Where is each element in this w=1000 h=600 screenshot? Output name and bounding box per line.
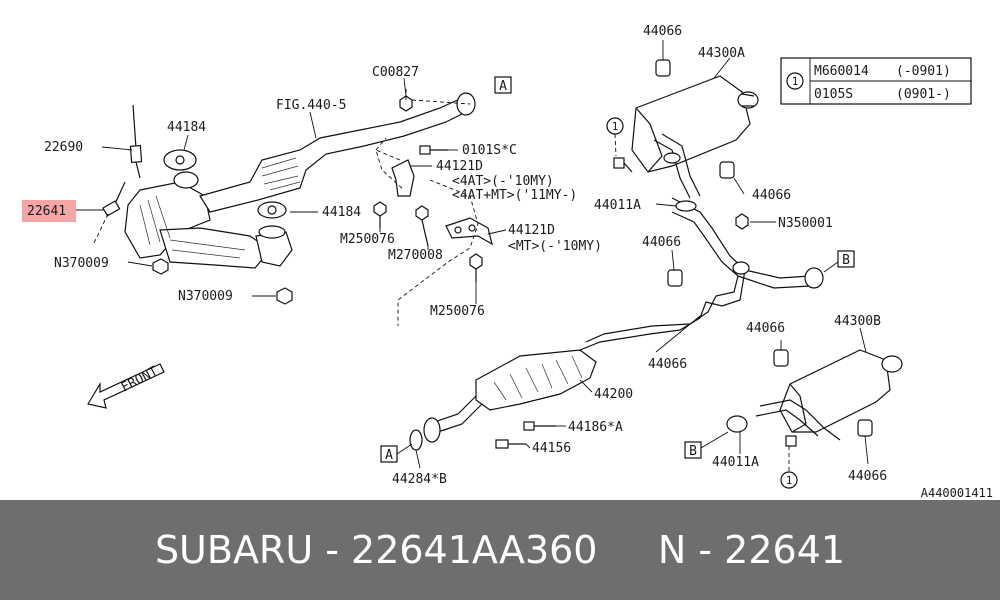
gasket-44284-b[interactable] xyxy=(409,429,423,451)
svg-text:B: B xyxy=(842,253,850,268)
ref-box-b-bot: B xyxy=(684,441,702,459)
label-22641: 22641 xyxy=(27,204,66,219)
gasket-44184-mid[interactable] xyxy=(257,201,287,219)
label-m250076-a: M250076 xyxy=(340,232,395,247)
stud-44186-a[interactable] xyxy=(523,421,556,431)
label-44121d-b: 44121D xyxy=(508,223,555,238)
svg-text:A: A xyxy=(499,79,507,94)
label-0101s-c: 0101S*C xyxy=(462,143,517,158)
gasket-44184-top[interactable] xyxy=(163,149,197,171)
label-fig-440-5: FIG.440-5 xyxy=(276,98,346,113)
label-44300b: 44300B xyxy=(834,314,881,329)
bolt-m250076-b[interactable] xyxy=(469,253,483,282)
label-n350001: N350001 xyxy=(778,216,833,231)
svg-text:1: 1 xyxy=(786,474,793,487)
gasket-44011a-top[interactable] xyxy=(675,200,697,212)
legend-row-2-range: (0901-) xyxy=(896,87,951,102)
flange-ref-b-top[interactable] xyxy=(804,267,824,289)
label-m250076-b: M250076 xyxy=(430,304,485,319)
front-pipe-catalyst[interactable] xyxy=(199,92,476,213)
flange-pipe-inlet[interactable] xyxy=(423,417,441,443)
pre-muffler-44200[interactable] xyxy=(425,349,597,435)
label-44066-bot: 44066 xyxy=(848,469,887,484)
footer-bar: SUBARU - 22641AA360 N - 22641 xyxy=(0,500,1000,600)
label-44300a: 44300A xyxy=(698,46,745,61)
bolt-ref-1-bot[interactable]: 1 xyxy=(780,435,798,489)
svg-text:1: 1 xyxy=(612,120,619,133)
label-44184-mid: 44184 xyxy=(322,205,361,220)
bolt-m270008[interactable] xyxy=(415,205,429,247)
exhaust-parts-diagram: 1 M660014 (-0901) 0105S (0901-) xyxy=(22,24,993,500)
front-label: FRONT xyxy=(119,364,161,396)
label-n370009-b: N370009 xyxy=(178,289,233,304)
ref-box-a-bot: A xyxy=(380,445,398,463)
front-arrow: FRONT xyxy=(87,363,165,409)
bolt-ref-1-top[interactable]: 1 xyxy=(606,117,633,173)
hanger-44066-top[interactable] xyxy=(655,59,671,77)
label-44156: 44156 xyxy=(532,441,571,456)
leader-lines xyxy=(76,40,869,472)
front-arrow-icon xyxy=(87,363,165,409)
hanger-44066-bot[interactable] xyxy=(857,419,873,437)
label-44066-muff: 44066 xyxy=(746,321,785,336)
bolt-44156[interactable] xyxy=(495,439,526,449)
nut-n370009-a[interactable] xyxy=(152,258,169,275)
label-44011a-top: 44011A xyxy=(594,198,641,213)
svg-text:A: A xyxy=(385,448,393,463)
label-44284-b: 44284*B xyxy=(392,472,447,487)
legend-symbol-circle xyxy=(786,72,804,90)
ref-box-a-top: A xyxy=(494,76,512,94)
legend-row-1-range: (-0901) xyxy=(896,64,951,79)
label-m270008: M270008 xyxy=(388,248,443,263)
nut-n370009-b[interactable] xyxy=(276,287,293,305)
svg-text:B: B xyxy=(689,444,697,459)
nut-n350001[interactable] xyxy=(735,213,749,230)
legend-row-2-part: 0105S xyxy=(814,87,853,102)
oxygen-sensor-22690[interactable] xyxy=(129,104,143,179)
bracket-44121d-a[interactable] xyxy=(391,159,415,197)
center-pipe[interactable] xyxy=(579,197,811,351)
label-44184-top: 44184 xyxy=(167,120,206,135)
label-44066-pipe: 44066 xyxy=(648,357,687,372)
oxygen-sensor-22641[interactable] xyxy=(93,181,126,244)
bolt-m250076-a[interactable] xyxy=(373,201,387,228)
label-44011a-bot: 44011A xyxy=(712,455,759,470)
label-c00827: C00827 xyxy=(372,65,419,80)
bolt-0101s-c[interactable] xyxy=(419,145,448,155)
footer-part-number: SUBARU - 22641AA360 N - 22641 xyxy=(154,528,846,572)
label-44121d-a-note2: <4AT+MT>('11MY-) xyxy=(452,188,577,203)
rear-muffler-44300a[interactable] xyxy=(631,75,759,199)
label-44200: 44200 xyxy=(594,387,633,402)
legend-table: 1 M660014 (-0901) 0105S (0901-) xyxy=(780,57,972,105)
legend-row-1-part: M660014 xyxy=(814,64,869,79)
label-44121d-b-note: <MT>(-'10MY) xyxy=(508,239,602,254)
highlight-22641 xyxy=(22,200,76,222)
label-44186-a: 44186*A xyxy=(568,420,623,435)
bracket-44121d-b[interactable] xyxy=(445,217,493,246)
label-44121d-a-note1: <4AT>(-'10MY) xyxy=(452,174,554,189)
part-labels: 22690 22641 44184 44184 FIG.440-5 C00827… xyxy=(27,24,993,500)
hanger-44066-muff[interactable] xyxy=(773,349,789,367)
ref-box-b-top: B xyxy=(837,250,855,268)
rear-muffler-44300b[interactable] xyxy=(755,349,903,441)
hanger-44066-right[interactable] xyxy=(719,161,735,179)
label-44066-top: 44066 xyxy=(643,24,682,39)
label-22690: 22690 xyxy=(44,140,83,155)
legend-symbol: 1 xyxy=(792,75,799,88)
diagram-code: A440001411 xyxy=(921,486,993,500)
gasket-44011a-bot[interactable] xyxy=(726,415,748,433)
hanger-44066-mid[interactable] xyxy=(667,269,683,287)
label-44121d-a: 44121D xyxy=(436,159,483,174)
label-n370009-a: N370009 xyxy=(54,256,109,271)
label-44066-mid: 44066 xyxy=(642,235,681,250)
label-44066-right: 44066 xyxy=(752,188,791,203)
